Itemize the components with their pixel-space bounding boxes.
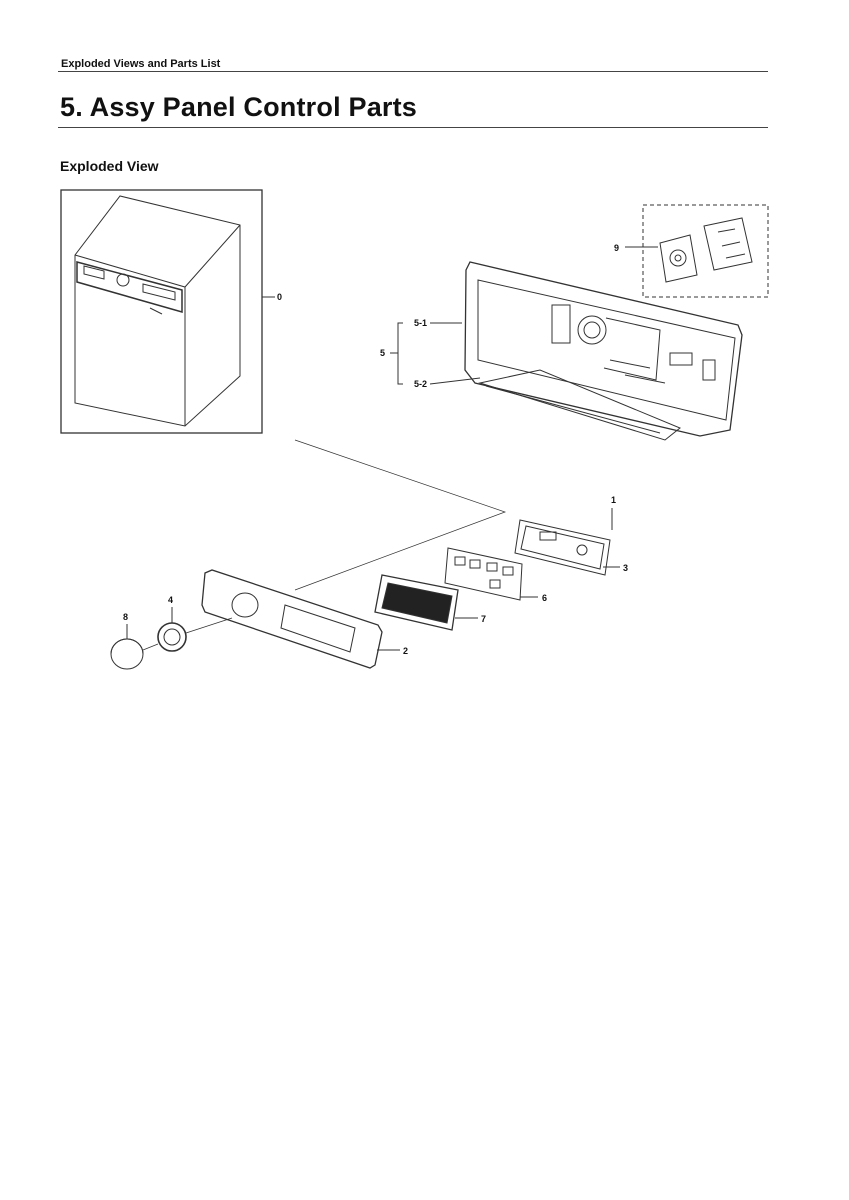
header-rule (58, 71, 768, 72)
section-title: 5. Assy Panel Control Parts (60, 92, 418, 122)
axis-line-2 (142, 643, 159, 651)
callout-0: 0 (277, 292, 282, 302)
callout-5-1: 5-1 (414, 318, 427, 328)
pcb-box-9 (642, 204, 769, 298)
part-4-ring (157, 622, 187, 652)
projection-lines (294, 439, 507, 591)
part-8-knob (110, 638, 144, 670)
bracket-5 (397, 322, 403, 385)
callout-1: 1 (611, 495, 616, 505)
leader-5-2 (429, 377, 481, 385)
control-panel-assembly (464, 261, 743, 441)
callout-5: 5 (380, 348, 385, 358)
running-header: Exploded Views and Parts List (61, 58, 221, 70)
exploded-view-heading: Exploded View (60, 158, 159, 174)
part-2-front-panel (201, 569, 383, 669)
part-7-window (374, 574, 459, 631)
part-6-keypad (444, 547, 523, 601)
unit-overview-box (60, 189, 263, 434)
part-3-bracket (514, 519, 611, 576)
callout-4: 4 (168, 595, 173, 605)
callout-2: 2 (403, 646, 408, 656)
callout-8: 8 (123, 612, 128, 622)
callout-9: 9 (614, 243, 619, 253)
callout-3: 3 (623, 563, 628, 573)
callout-5-2: 5-2 (414, 379, 427, 389)
callout-7: 7 (481, 614, 486, 624)
callout-6: 6 (542, 593, 547, 603)
title-rule (58, 127, 768, 128)
axis-line (185, 617, 233, 634)
